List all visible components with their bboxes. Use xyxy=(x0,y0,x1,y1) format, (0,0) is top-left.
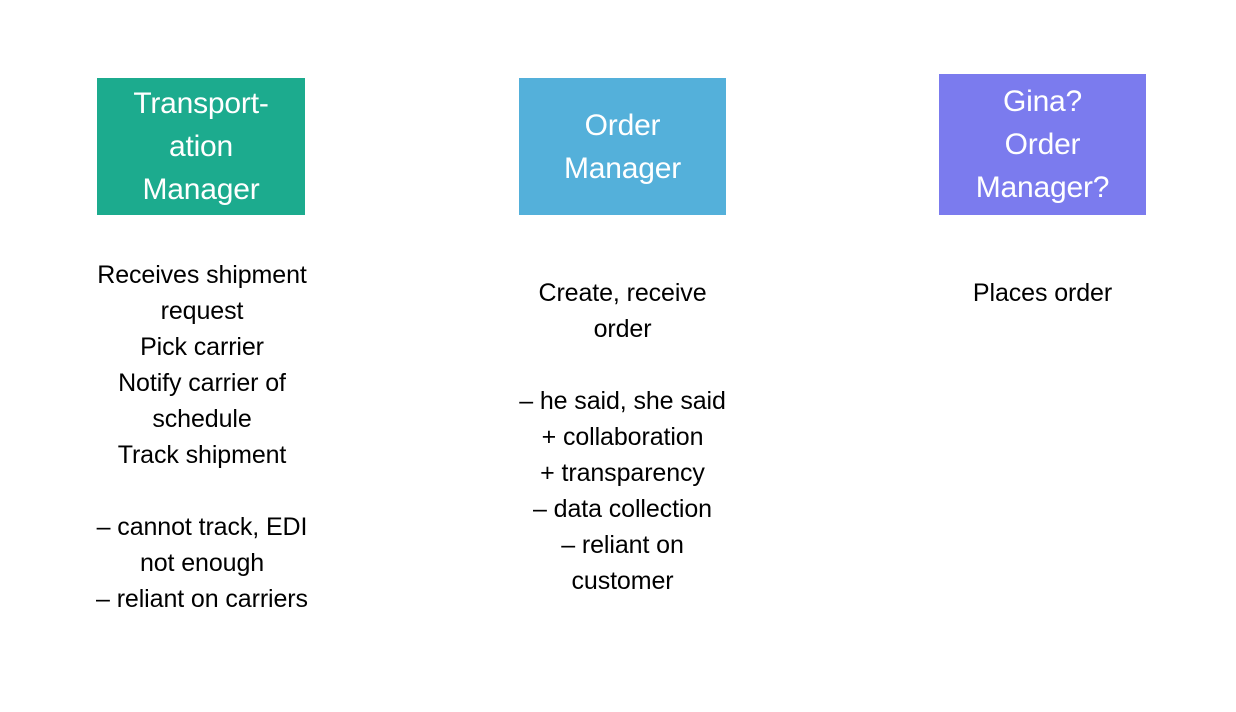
body-text-gina-order-manager-primary: Places order xyxy=(972,279,1113,307)
body-text-transportation-manager-primary: Receives shipment request Pick carrier N… xyxy=(97,261,307,469)
column-gina-order-manager: Gina? Order Manager? Places order xyxy=(885,0,1200,712)
header-label-transportation-manager: Transport- ation Manager xyxy=(133,87,269,206)
body-text-order-manager-primary: Create, receive order xyxy=(538,279,707,343)
body-text-order-manager-secondary: – he said, she said + collaboration + tr… xyxy=(519,387,726,595)
column-order-manager: Order Manager Create, receive order – he… xyxy=(465,0,780,712)
header-box-order-manager[interactable]: Order Manager xyxy=(519,78,726,215)
body-text-transportation-manager-secondary: – cannot track, EDI not enough – reliant… xyxy=(96,513,308,613)
header-label-order-manager: Order Manager xyxy=(563,108,681,185)
column-transportation-manager: Transport- ation Manager Receives shipme… xyxy=(40,0,364,712)
header-box-gina-order-manager[interactable]: Gina? Order Manager? xyxy=(939,74,1146,215)
header-label-gina-order-manager: Gina? Order Manager? xyxy=(975,85,1110,204)
header-box-transportation-manager[interactable]: Transport- ation Manager xyxy=(97,78,305,215)
